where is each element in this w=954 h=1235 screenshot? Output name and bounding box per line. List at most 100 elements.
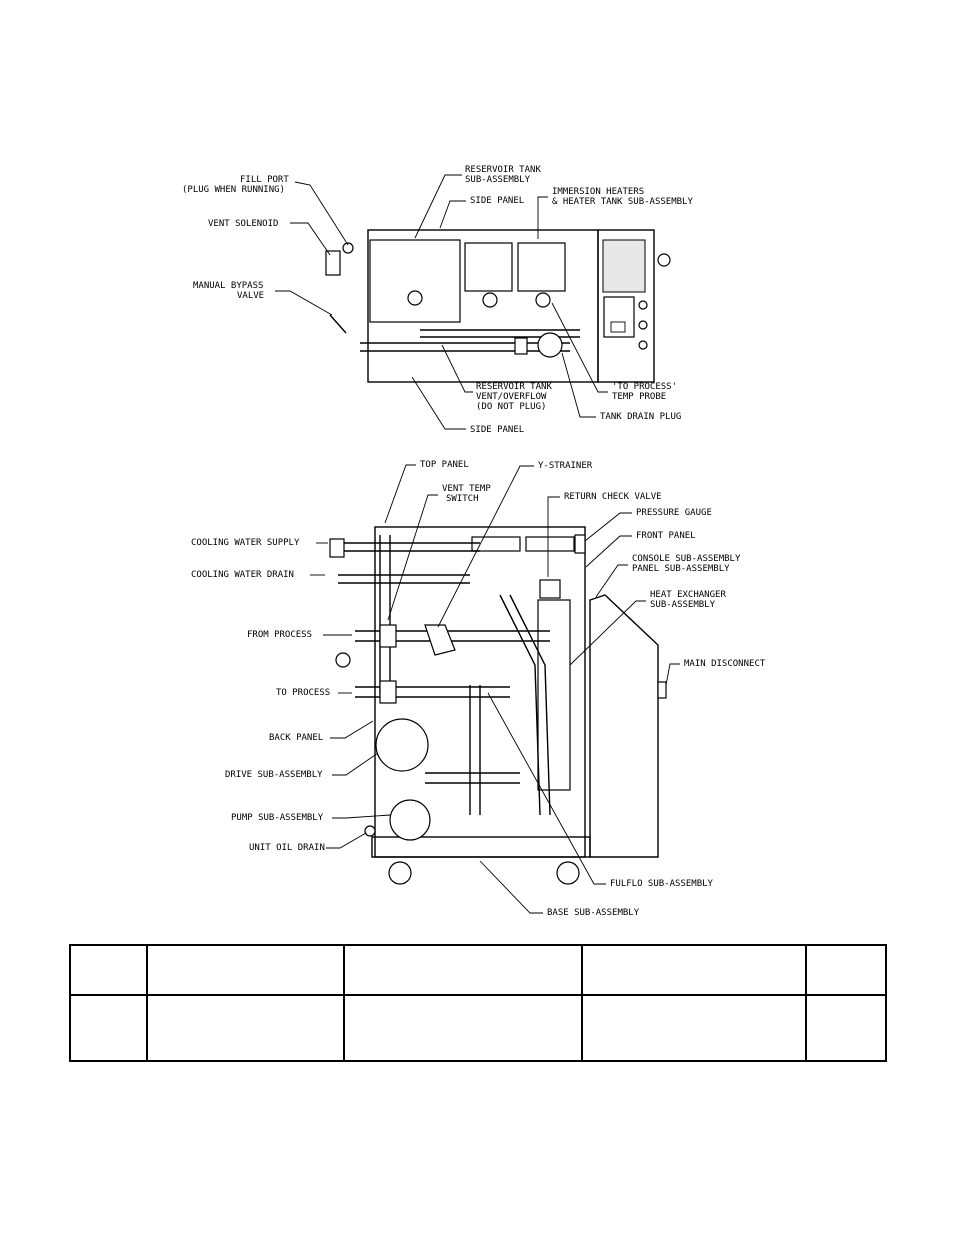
label-vent-overflow-2: VENT/OVERFLOW [476, 392, 547, 402]
label-pressure-gauge: PRESSURE GAUGE [636, 508, 712, 518]
table-row [69, 944, 887, 996]
table-cell [581, 994, 807, 1062]
vent-solenoid-body [325, 250, 341, 276]
top-view-console [597, 229, 655, 383]
label-side-panel-bottom: SIDE PANEL [470, 425, 524, 435]
label-front-panel: FRONT PANEL [636, 531, 696, 541]
label-vent-overflow-3: (DO NOT PLUG) [476, 402, 546, 412]
heater-tank-1 [464, 242, 513, 292]
label-vent-temp-2: SWITCH [446, 494, 479, 504]
main-disconnect-top [657, 253, 671, 267]
label-manual-bypass-1: MANUAL BYPASS [193, 281, 263, 291]
heater-top-2 [525, 536, 575, 552]
table-row [69, 994, 887, 1062]
caster-left [388, 861, 412, 885]
heater-fitting-2 [535, 292, 551, 308]
side-pipe-cooling-drain [338, 574, 470, 584]
check-valve [539, 579, 561, 599]
label-vent-solenoid: VENT SOLENOID [208, 219, 278, 229]
top-view [325, 229, 671, 383]
table-cell [146, 944, 345, 996]
heater-fitting-1 [482, 292, 498, 308]
table-cell [146, 994, 345, 1062]
side-view-base [371, 836, 591, 858]
label-cooling-supply: COOLING WATER SUPPLY [191, 538, 300, 548]
side-pipe-to-process [355, 686, 510, 698]
label-main-disconnect: MAIN DISCONNECT [684, 659, 766, 669]
label-console-1: CONSOLE SUB-ASSEMBLY [632, 554, 741, 564]
heat-exchanger [537, 599, 571, 791]
label-base-sub: BASE SUB-ASSEMBLY [547, 908, 640, 918]
top-view-valve [514, 337, 528, 355]
console-panel [589, 594, 659, 858]
label-return-check-valve: RETURN CHECK VALVE [564, 492, 662, 502]
y-strainer-body [424, 624, 456, 656]
label-reservoir-tank-1: RESERVOIR TANK [465, 165, 541, 175]
label-manual-bypass-2: VALVE [237, 291, 264, 301]
drive-motor [375, 718, 429, 772]
label-fulflo-sub: FULFLO SUB-ASSEMBLY [610, 879, 714, 889]
label-to-process-probe-2: TEMP PROBE [612, 392, 666, 402]
top-view-pump [537, 332, 563, 358]
label-heat-exchanger-2: SUB-ASSEMBLY [650, 600, 716, 610]
label-from-process: FROM PROCESS [247, 630, 312, 640]
table-cell [805, 944, 887, 996]
table-cell [343, 944, 583, 996]
cooling-water-solenoid [329, 538, 345, 558]
reservoir-cap [407, 290, 423, 306]
label-console-2: PANEL SUB-ASSEMBLY [632, 564, 730, 574]
equipment-diagram: FILL PORT (PLUG WHEN RUNNING) VENT SOLEN… [180, 155, 790, 925]
label-drive-sub: DRIVE SUB-ASSEMBLY [225, 770, 323, 780]
table-cell [69, 944, 148, 996]
oil-drain-fitting [364, 825, 376, 837]
side-view [329, 526, 667, 885]
valve-from-process [379, 624, 397, 648]
label-pump-sub: PUMP SUB-ASSEMBLY [231, 813, 324, 823]
valve-to-process [379, 680, 397, 704]
label-to-process-probe-1: 'TO PROCESS' [612, 382, 677, 392]
label-to-process: TO PROCESS [276, 688, 330, 698]
reservoir-tank [369, 239, 461, 323]
console-display [603, 296, 635, 338]
caster-right [556, 861, 580, 885]
label-fill-port-2: (PLUG WHEN RUNNING) [182, 185, 285, 195]
label-y-strainer: Y-STRAINER [538, 461, 593, 471]
label-reservoir-tank-2: SUB-ASSEMBLY [465, 175, 531, 185]
label-immersion-1: IMMERSION HEATERS [552, 187, 644, 197]
side-pipe-cooling-supply [338, 542, 480, 552]
table-cell [805, 994, 887, 1062]
label-unit-oil-drain: UNIT OIL DRAIN [249, 843, 325, 853]
side-pipe-diagonal [499, 594, 551, 816]
heater-top-1 [471, 536, 521, 552]
table-cell [69, 994, 148, 1062]
manual-bypass-handle [329, 314, 347, 334]
side-pipe-pump [425, 772, 520, 784]
label-vent-overflow-1: RESERVOIR TANK [476, 382, 552, 392]
heater-tank-2 [517, 242, 566, 292]
label-heat-exchanger-1: HEAT EXCHANGER [650, 590, 726, 600]
table-cell [343, 994, 583, 1062]
top-view-callouts: FILL PORT (PLUG WHEN RUNNING) VENT SOLEN… [182, 165, 693, 435]
console-knob-3 [638, 340, 648, 350]
side-pipe-vertical-2 [469, 685, 481, 815]
console-display-window [610, 321, 626, 333]
label-immersion-2: & HEATER TANK SUB-ASSEMBLY [552, 197, 693, 207]
label-cooling-drain: COOLING WATER DRAIN [191, 570, 294, 580]
label-fill-port-1: FILL PORT [240, 175, 289, 185]
main-disconnect-handle [657, 681, 667, 699]
parts-table [69, 944, 887, 1062]
label-back-panel: BACK PANEL [269, 733, 323, 743]
label-side-panel-top: SIDE PANEL [470, 196, 524, 206]
table-cell [581, 944, 807, 996]
label-vent-temp-1: VENT TEMP [442, 484, 491, 494]
label-top-panel: TOP PANEL [420, 460, 469, 470]
side-pipe-vertical-1 [379, 535, 391, 695]
cooling-water-valve [335, 652, 351, 668]
side-view-callouts: TOP PANEL Y-STRAINER VENT TEMP SWITCH RE… [191, 460, 766, 918]
console-control-board [602, 239, 646, 293]
pressure-gauge [574, 534, 586, 554]
console-knob-1 [638, 300, 648, 310]
console-knob-2 [638, 320, 648, 330]
pump [389, 799, 431, 841]
top-view-pipe-1 [360, 342, 570, 352]
